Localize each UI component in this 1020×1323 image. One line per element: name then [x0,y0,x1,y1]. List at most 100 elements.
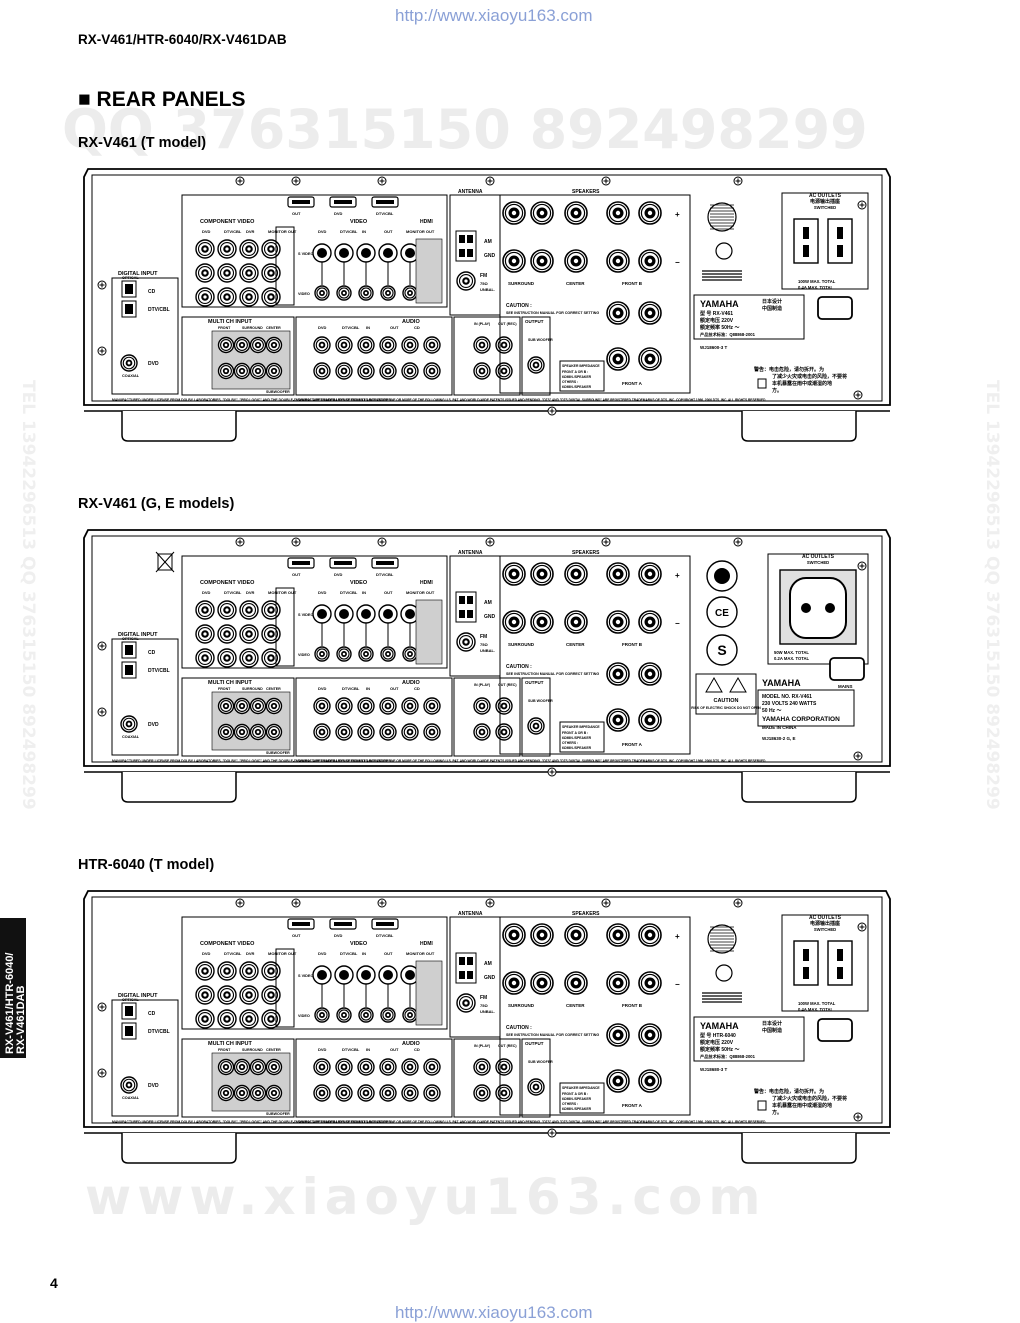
license-text-dts: MANUFACTURED UNDER LICENSE FROM DTS, INC… [296,759,766,763]
speaker-terminal [606,201,630,225]
component-video-jack [217,961,237,981]
optical-label: OPTICAL [122,637,139,641]
md-cdr-jack [495,697,513,715]
impedance-box [559,1082,605,1114]
component-video-jack [217,648,237,668]
multi-ch-jack [217,362,235,380]
audio-jack [335,362,353,380]
schuko-outlet [789,577,847,639]
coaxial-dvd-jack [120,715,138,733]
audio-jack [379,1058,397,1076]
audio-jack [423,723,441,741]
chassis-inner [91,535,883,763]
ce-mark-text: CE [715,608,729,619]
speakers-label: SPEAKERS [572,550,600,556]
hdmi-label: HDMI [420,941,433,947]
component-video-jack [217,239,237,259]
am-terminal-clip [459,957,465,965]
speaker-terminal [606,347,630,371]
url-top[interactable]: http://www.xiaoyu163.com [395,6,593,25]
warning-line: 了减少火灾或电击的风险，不要将 [772,1095,847,1102]
speaker-terminal [638,708,662,732]
md-cdr-jack [495,336,513,354]
digital-input-frame [111,277,179,395]
speakers-frame [499,916,691,1116]
audio-jack [401,362,419,380]
audio-col-label: DTV/CBL [342,1047,360,1052]
component-video-jack [195,985,215,1005]
rain-warning-icon [757,378,767,389]
video-col-label: IN [362,951,366,956]
rating-plate [693,1016,805,1062]
video-label: VIDEO [350,941,368,947]
md-cdr-frame [453,677,521,757]
audio-jack [313,1058,331,1076]
multi-ch-jack [233,723,251,741]
switched-label: SWITCHED [807,560,829,565]
speaker-terminal [530,971,554,995]
am-terminal [455,591,477,623]
speaker-terminal [564,971,588,995]
url-bottom[interactable]: http://www.xiaoyu163.com [395,1303,593,1322]
multi-ch-jack [217,697,235,715]
outlet-rating: 50W MAX. TOTAL [774,650,809,655]
section-title: ■ REAR PANELS [78,88,246,112]
component-video-jack [261,600,281,620]
out-rec-label: OUT (REC) [498,1044,517,1048]
sub-woofer-jack [527,717,545,735]
component-video-jack [261,263,281,283]
am-terminal-clip [459,596,465,604]
antenna-label: ANTENNA [458,550,483,556]
md-cdr-jack [495,723,513,741]
gnd-terminal-clip [467,610,473,618]
schuko-pin [825,603,835,613]
output-label: OUTPUT [525,319,544,324]
outlet-rating: 0.4A MAX. TOTAL [798,285,833,290]
multi-col-label: SURROUND [242,326,263,330]
multi-ch-jack [233,1058,251,1076]
impedance-front: FRONT A OR B : [562,370,588,374]
gnd-label: GND [484,975,496,981]
svideo-jack-core [317,609,327,619]
model-line: 型 号 RX-V461 [700,310,733,317]
weee-mark-core [714,568,730,584]
speaker-terminal [606,610,630,634]
ground-icon [715,242,733,260]
component-video-jack [195,263,215,283]
multi-ch-label: MULTI CH INPUT [208,680,253,686]
in-play-label: IN (PLAY) [474,683,491,687]
video-col-label: OUT [384,590,393,595]
am-terminal-clip [467,596,473,604]
component-col-label: MONITOR OUT [268,590,297,595]
minus-label: − [675,619,680,628]
caution-speaker-text: SEE INSTRUCTION MANUAL FOR CORRECT SETTI… [506,311,599,315]
component-video-jack [217,624,237,644]
power-line: 额定电压 220V [700,317,734,324]
video-col-label: DVD [318,951,327,956]
multi-ch-jack [249,697,267,715]
site-watermark: www.xiaoyu163.com [85,1168,767,1226]
composite-video-jack [358,285,374,301]
in-play-label: IN (PLAY) [474,1044,491,1048]
gnd-terminal-clip [459,610,465,618]
composite-video-jack [358,1007,374,1023]
am-label: AM [484,961,492,967]
section-bullet: ■ [78,88,91,111]
license-text-dolby: MANUFACTURED UNDER LICENSE FROM DOLBY LA… [112,759,392,763]
am-terminal-clip [467,235,473,243]
caution-warning-icon [729,676,747,693]
shock-warning-icon [705,676,723,693]
power-line: 230 VOLTS 240 WATTS [762,701,817,707]
minus-label: − [675,980,680,989]
mains-label: MAINS [838,684,853,689]
multi-ch-label: MULTI CH INPUT [208,319,253,325]
freq-line: 额定频率 50Hz ～ [700,1046,739,1053]
chinese-made: 中国制造 [762,1027,783,1034]
caution-speaker-label: CAUTION : [506,664,532,670]
ground-icon [715,964,733,982]
std-line: 产品技术标准：Q88868-2001 [700,1053,756,1060]
svideo-jack-core [317,248,327,258]
caution-sub-label: RISK OF ELECTRIC SHOCK DO NOT OPEN [691,706,761,710]
side-tab: RX-V461/HTR-6040/ RX-V461DAB [0,918,27,1058]
multi-ch-label: MULTI CH INPUT [208,1041,253,1047]
